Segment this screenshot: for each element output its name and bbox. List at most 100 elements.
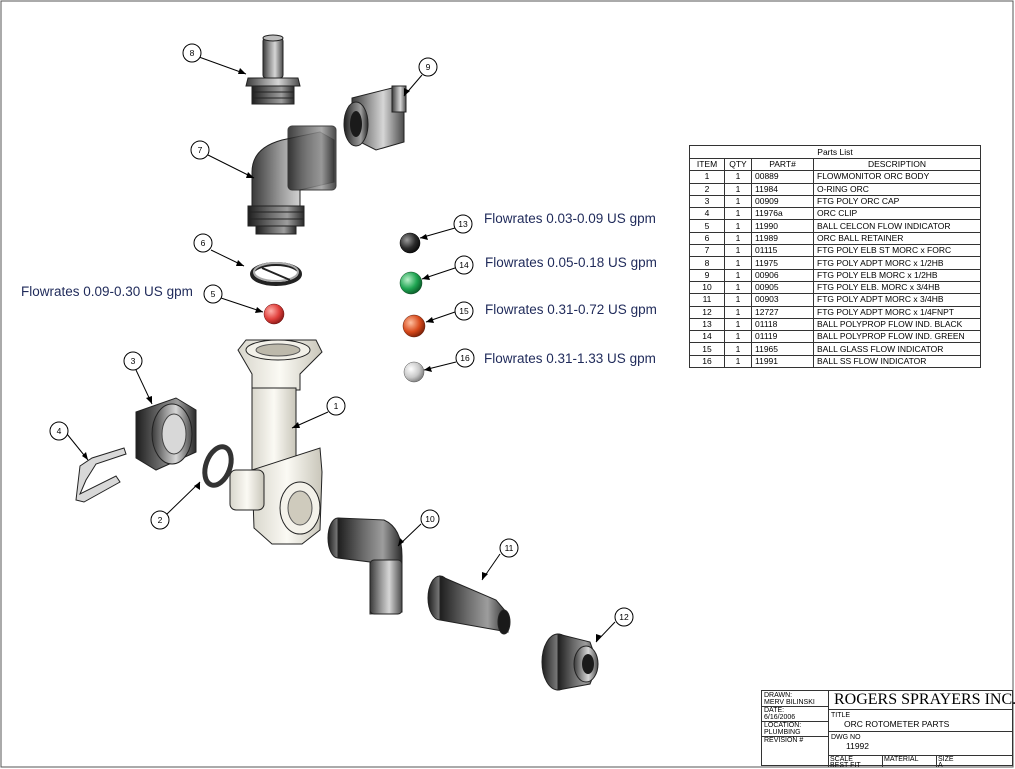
title-block-rule	[936, 755, 937, 767]
item-cell: 11	[689, 293, 725, 307]
part-11-adapter-graphic	[427, 575, 511, 635]
flowrate-label-part-14: Flowrates 0.05-0.18 US gpm	[485, 255, 657, 270]
part-6-retainer-graphic	[250, 262, 302, 286]
drawn-value: MERV BILINSKI	[764, 699, 815, 706]
svg-text:8: 8	[190, 48, 195, 58]
svg-text:10: 10	[425, 514, 435, 524]
part-5-ball-graphic	[263, 303, 285, 325]
part-number-cell: 11989	[751, 231, 814, 246]
scale-value: BEST FIT	[830, 762, 861, 769]
company-name: ROGERS SPRAYERS INC.	[834, 691, 1015, 708]
svg-text:4: 4	[57, 426, 62, 436]
part-8-adapter-graphic	[245, 34, 301, 105]
title-block-divider	[828, 691, 829, 767]
item-cell: 13	[689, 317, 725, 332]
qty-cell: 1	[724, 194, 752, 209]
item-cell: 16	[689, 354, 725, 369]
dwg-no-value: 11992	[846, 741, 870, 751]
material-label: MATERIAL	[884, 756, 919, 763]
size-label: SIZE	[938, 756, 954, 763]
title-block-rule	[762, 721, 828, 722]
title-block: DRAWN: MERV BILINSKI DATE: 6/16/2006 LOC…	[761, 690, 1015, 769]
qty-cell: 1	[724, 293, 752, 307]
part-number-cell: 11991	[751, 354, 814, 369]
svg-text:13: 13	[458, 219, 468, 229]
svg-text:11: 11	[505, 543, 514, 553]
part-number-cell: 11965	[751, 342, 814, 356]
item-cell: 8	[689, 256, 725, 270]
svg-text:14: 14	[459, 260, 469, 270]
part-number-cell: 11976a	[751, 207, 814, 221]
flowrate-label-part-5: Flowrates 0.09-0.30 US gpm	[21, 284, 193, 299]
part-9-elbow-graphic	[343, 85, 407, 151]
drawn-label: DRAWN:	[764, 692, 793, 699]
qty-cell: 1	[724, 244, 752, 258]
qty-cell: 1	[724, 305, 752, 319]
part-16-ball-graphic	[403, 361, 425, 383]
balloon-16: 16	[455, 348, 475, 368]
qty-cell: 1	[724, 219, 752, 233]
description-cell: O-RING ORC	[813, 182, 981, 196]
part-10-elbow-graphic	[327, 517, 403, 615]
qty-cell: 1	[724, 182, 752, 196]
description-cell: ORC BALL RETAINER	[813, 231, 981, 246]
part-1-body-graphic	[229, 339, 323, 545]
qty-cell: 1	[724, 268, 752, 282]
part-14-ball-graphic	[399, 271, 423, 295]
item-cell: 14	[689, 330, 725, 344]
balloon-15: 15	[454, 301, 474, 321]
description-cell: FTG POLY ELB MORC x 1/2HB	[813, 268, 981, 282]
balloon-1: 1	[326, 396, 346, 416]
part-number-cell: 01119	[751, 330, 814, 344]
leader-arrowheads	[82, 68, 602, 642]
part-number-cell: 00909	[751, 194, 814, 209]
svg-text:12: 12	[619, 612, 629, 622]
title-block-rule	[828, 755, 1013, 756]
date-label: DATE:	[764, 707, 785, 714]
parts-list-title: Parts List	[689, 145, 981, 159]
qty-cell: 1	[724, 207, 752, 221]
svg-text:7: 7	[198, 145, 203, 155]
part-2-oring-graphic	[202, 444, 234, 488]
title-block-rule	[762, 736, 828, 737]
svg-text:5: 5	[211, 289, 216, 299]
part-13-ball-graphic	[399, 232, 421, 254]
location-value: PLUMBING	[764, 729, 801, 736]
qty-cell: 1	[724, 280, 752, 295]
item-cell: 2	[689, 182, 725, 196]
qty-cell: 1	[724, 170, 752, 184]
header-description: DESCRIPTION	[813, 157, 981, 172]
part-15-ball-graphic	[402, 314, 426, 338]
balloon-13: 13	[453, 214, 473, 234]
item-cell: 12	[689, 305, 725, 319]
part-3-cap-graphic	[135, 397, 197, 471]
part-number-cell: 00906	[751, 268, 814, 282]
description-cell: FTG POLY ADPT MORC x 1/4FNPT	[813, 305, 981, 319]
item-cell: 4	[689, 207, 725, 221]
item-cell: 15	[689, 342, 725, 356]
title-block-rule	[828, 731, 1013, 732]
svg-text:16: 16	[460, 353, 470, 363]
balloon-3: 3	[123, 351, 143, 371]
description-cell: FTG POLY ADPT MORC x 1/2HB	[813, 256, 981, 270]
flowrate-label-part-13: Flowrates 0.03-0.09 US gpm	[484, 211, 656, 226]
item-cell: 1	[689, 170, 725, 184]
flowrate-label-part-15: Flowrates 0.31-0.72 US gpm	[485, 302, 657, 317]
balloon-7: 7	[190, 140, 210, 160]
part-4-clip-graphic	[75, 447, 127, 503]
qty-cell: 1	[724, 342, 752, 356]
description-cell: FTG POLY ORC CAP	[813, 194, 981, 209]
